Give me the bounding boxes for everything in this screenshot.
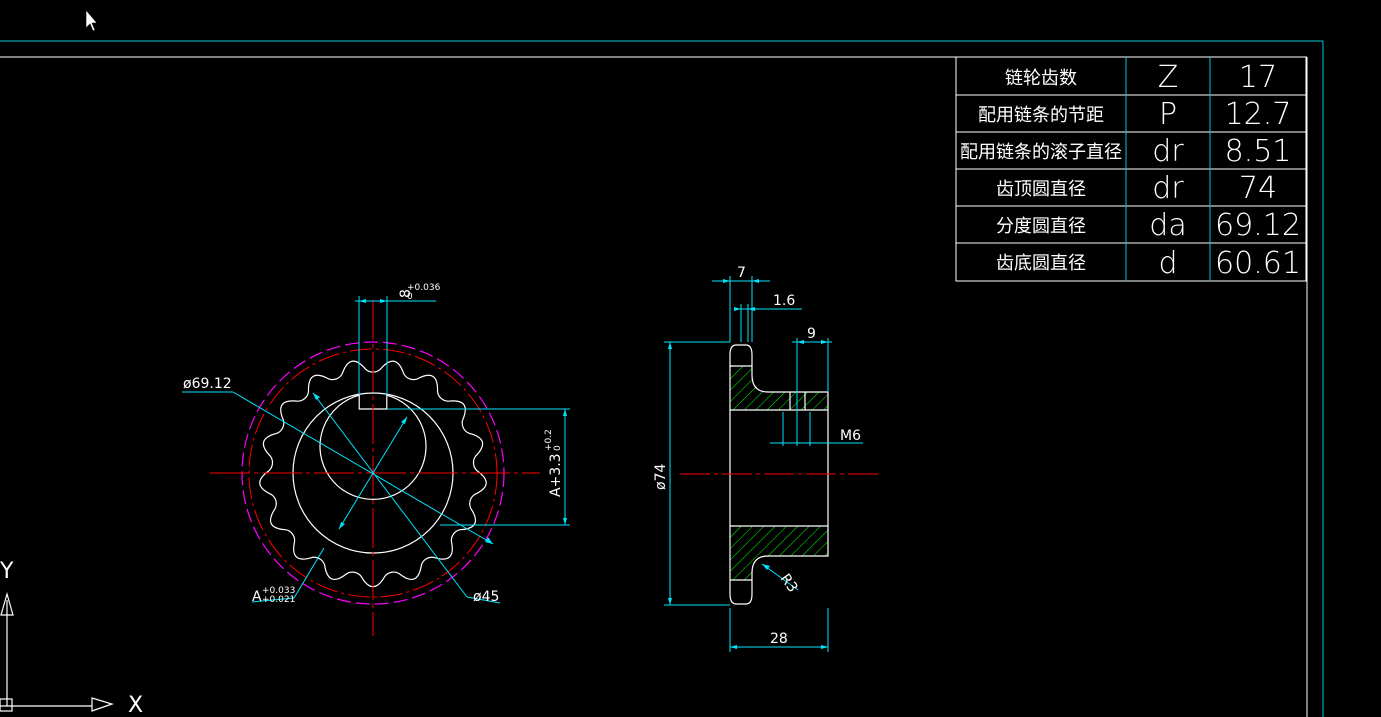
- dimension-leaders: [182, 296, 570, 604]
- spec-row: 齿底圆直径 d 60.61: [996, 246, 1301, 281]
- thread-label: M6: [840, 428, 861, 444]
- key-width-lower-tol: 0: [407, 292, 413, 302]
- spec-row: 配用链条的节距 P 12.7: [978, 97, 1291, 132]
- bore-lower-tol: +0.021: [262, 595, 295, 605]
- arrow-heads: [313, 299, 567, 544]
- outer-dia-label: ø74: [653, 464, 669, 490]
- spec-table: 链轮齿数 Z 17 配用链条的节距 P 12.7 配用链条的滚子直径 dr 8.…: [955, 56, 1307, 282]
- ucs-y-label: Y: [0, 559, 14, 584]
- side-outline: [729, 344, 829, 605]
- spec-symbol: dr: [1152, 171, 1184, 206]
- tooth-profile: [259, 360, 487, 588]
- spec-value: 60.61: [1215, 246, 1301, 281]
- spec-value: 69.12: [1215, 208, 1301, 243]
- fillet-label: R3: [777, 571, 801, 595]
- key-width-label: 8: [398, 289, 414, 298]
- spec-name: 齿底圆直径: [996, 253, 1086, 274]
- arrow-cursor-icon: [85, 9, 98, 32]
- spec-name: 配用链条的节距: [978, 105, 1104, 126]
- spec-symbol: da: [1149, 208, 1186, 243]
- spec-row: 齿顶圆直径 dr 74: [996, 171, 1277, 206]
- spec-symbol: d: [1158, 246, 1177, 281]
- spec-name: 分度圆直径: [996, 216, 1086, 237]
- key-width-upper-tol: +0.036: [407, 283, 441, 293]
- total-length-label: 28: [770, 631, 788, 647]
- spec-value: 74: [1239, 171, 1277, 206]
- spec-name: 齿顶圆直径: [996, 179, 1086, 200]
- spec-name: 配用链条的滚子直径: [960, 142, 1122, 163]
- bore-tol-label: A: [252, 589, 262, 605]
- sprocket-side-view: 7 1.6 9 M6 ø74 R3 28: [653, 265, 880, 652]
- side-dimensions: [664, 276, 863, 652]
- hub-height-upper-tol: +0.2: [544, 429, 554, 451]
- bore-dia-label: ø45: [473, 589, 499, 605]
- hub-height-lower-tol: 0: [553, 445, 563, 451]
- spec-value: 17: [1239, 60, 1277, 95]
- side-arrow-heads: [668, 279, 828, 649]
- hub-height-label: A+3.3: [548, 453, 564, 497]
- spec-row: 分度圆直径 da 69.12: [996, 208, 1301, 243]
- upper-section-hatch: [730, 366, 828, 410]
- spec-value: 8.51: [1225, 134, 1292, 169]
- ucs-axis-icon: X Y: [0, 559, 143, 717]
- tooth-width-label: 7: [737, 265, 746, 281]
- spec-symbol: dr: [1152, 134, 1184, 169]
- sprocket-front-view: ø69.12 ø45 8 +0.036 0 A+3.3 +0.2 0 A +0.…: [182, 283, 570, 636]
- spec-symbol: Z: [1158, 60, 1179, 95]
- center-lines: [210, 300, 540, 636]
- spec-name: 链轮齿数: [1005, 68, 1077, 89]
- bore-upper-tol: +0.033: [262, 586, 295, 596]
- chamfer-label: 1.6: [773, 293, 795, 309]
- pitch-dia-label: ø69.12: [183, 376, 232, 392]
- ucs-x-label: X: [128, 693, 143, 717]
- spec-row: 配用链条的滚子直径 dr 8.51: [960, 134, 1291, 169]
- spec-value: 12.7: [1225, 97, 1292, 132]
- drawing-frame: [0, 40, 1324, 717]
- bore-with-keyway: [319, 394, 427, 500]
- spec-symbol: P: [1159, 97, 1177, 132]
- lower-section-hatch: [730, 526, 828, 580]
- spec-row: 链轮齿数 Z 17: [1005, 60, 1277, 95]
- hub-offset-label: 9: [807, 326, 816, 342]
